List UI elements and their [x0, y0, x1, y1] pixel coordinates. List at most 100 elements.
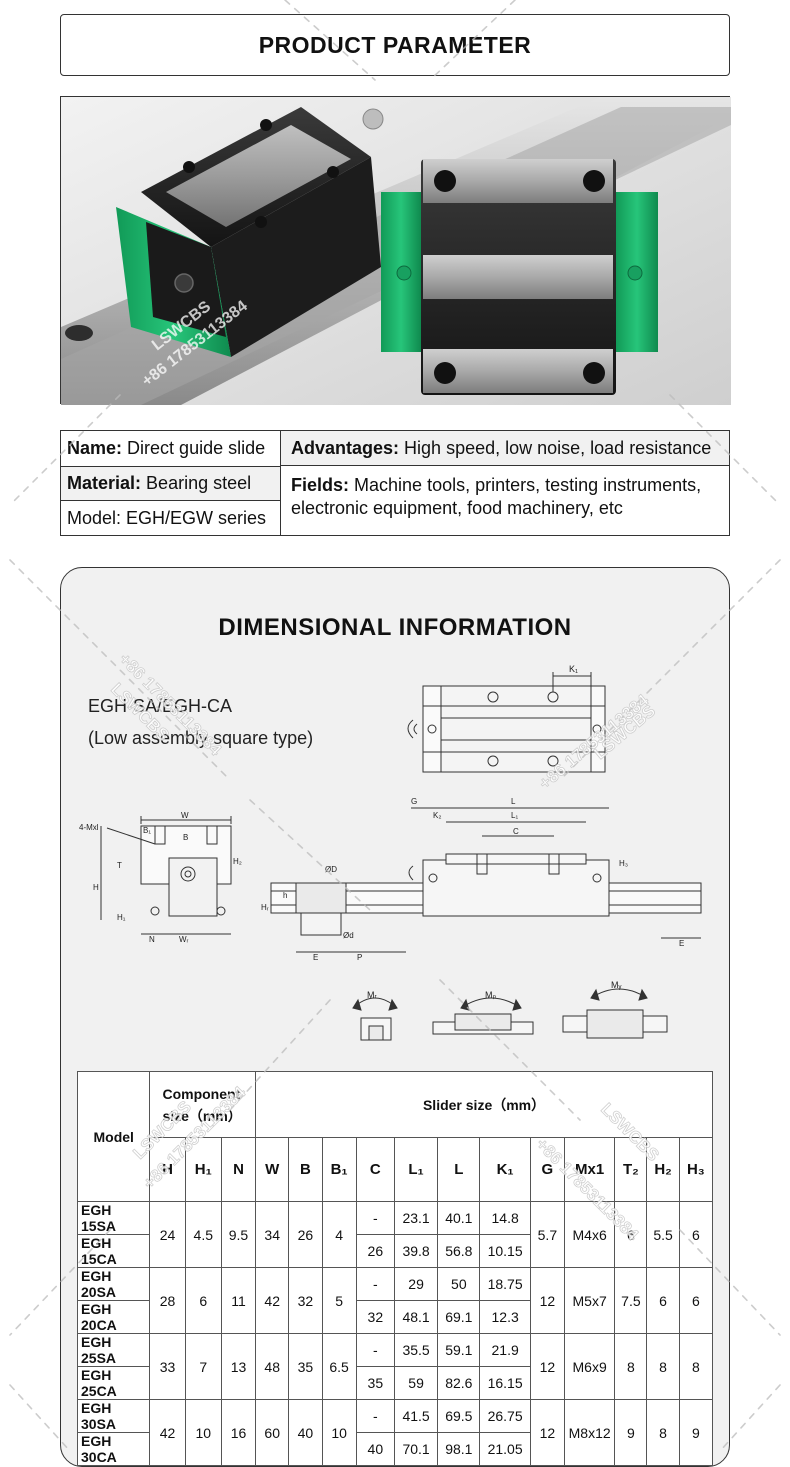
table-cell: 8 — [646, 1399, 680, 1466]
spec-col-header: N — [220, 1137, 257, 1202]
table-cell: 10.15 — [479, 1234, 531, 1268]
table-cell: EGH 30CA — [76, 1432, 151, 1466]
table-cell: 7.5 — [614, 1267, 648, 1334]
table-cell: M5x7 — [563, 1267, 616, 1334]
table-cell: 6 — [614, 1201, 648, 1268]
label-b1: B₁ — [143, 826, 151, 835]
table-cell: 41.5 — [393, 1399, 439, 1433]
table-cell: 5.7 — [529, 1201, 565, 1268]
table-cell: 11 — [220, 1267, 257, 1334]
info-name-label: Name: — [67, 437, 123, 458]
table-cell: M8x12 — [563, 1399, 616, 1466]
moment-mp-drawing: Mₚ — [432, 990, 534, 1035]
table-cell: EGH 30SA — [76, 1399, 151, 1433]
table-cell: 23.1 — [393, 1201, 439, 1235]
table-cell: 26 — [355, 1234, 395, 1268]
table-cell: 28 — [149, 1267, 186, 1334]
spec-col-header: C — [355, 1137, 395, 1202]
table-cell: EGH 25SA — [76, 1333, 151, 1367]
table-cell: 48 — [255, 1333, 290, 1400]
info-fields-label: Fields: — [291, 475, 350, 495]
table-cell: 6 — [646, 1267, 680, 1334]
table-cell: EGH 20CA — [76, 1300, 151, 1334]
table-cell: 16.15 — [479, 1366, 531, 1400]
info-name-value: Direct guide slide — [127, 437, 266, 458]
table-cell: M6x9 — [563, 1333, 616, 1400]
info-advantages-label: Advantages: — [291, 437, 400, 458]
table-cell: - — [355, 1267, 395, 1301]
table-cell: 21.05 — [479, 1432, 531, 1466]
info-fields-row: Fields: Machine tools, printers, testing… — [281, 466, 729, 535]
info-material-row: Material: Bearing steel — [61, 465, 280, 501]
label-k1: K₁ — [569, 664, 578, 674]
table-cell: 9 — [678, 1399, 714, 1466]
table-cell: EGH 20SA — [76, 1267, 151, 1301]
table-cell: 12 — [529, 1399, 565, 1466]
spec-col-header: T₂ — [614, 1137, 648, 1202]
table-cell: 8 — [646, 1333, 680, 1400]
table-cell: EGH 15CA — [76, 1234, 151, 1268]
label-k2: K₂ — [433, 811, 441, 820]
table-cell: 69.1 — [437, 1300, 481, 1334]
table-cell: - — [355, 1201, 395, 1235]
info-material-value: Bearing steel — [146, 472, 252, 493]
table-cell: 12.3 — [479, 1300, 531, 1334]
label-e-left: E — [313, 953, 318, 962]
spec-slider-header: Slider size（mm） — [255, 1071, 713, 1138]
label-g: G — [411, 797, 417, 806]
table-cell: 40 — [288, 1399, 323, 1466]
table-cell: 29 — [393, 1267, 439, 1301]
table-cell: 34 — [255, 1201, 290, 1268]
table-cell: 35.5 — [393, 1333, 439, 1367]
label-4mxl: 4-Mxl — [79, 823, 99, 832]
table-cell: 69.5 — [437, 1399, 481, 1433]
label-h3: H₃ — [619, 859, 628, 868]
table-cell: 42 — [255, 1267, 290, 1334]
info-material-label: Material: — [67, 472, 142, 493]
table-cell: 59 — [393, 1366, 439, 1400]
info-model-value: Model: EGH/EGW series — [67, 507, 267, 528]
label-l1: L₁ — [511, 811, 518, 820]
label-od-small: Ød — [343, 931, 354, 940]
table-cell: 82.6 — [437, 1366, 481, 1400]
table-cell: 13 — [220, 1333, 257, 1400]
table-cell: 70.1 — [393, 1432, 439, 1466]
spec-col-header: B₁ — [321, 1137, 357, 1202]
table-cell: 4 — [321, 1201, 357, 1268]
spec-component-header: Component size（mm） — [149, 1071, 257, 1138]
table-cell: 24 — [149, 1201, 186, 1268]
spec-col-header: W — [255, 1137, 290, 1202]
table-cell: 40.1 — [437, 1201, 481, 1235]
table-cell: 32 — [288, 1267, 323, 1334]
label-wr: Wᵣ — [179, 935, 189, 944]
table-cell: 6 — [678, 1201, 714, 1268]
label-p: P — [357, 953, 362, 962]
spec-table: Model Component size（mm） Slider size（mm）… — [76, 1071, 714, 1466]
table-cell: 50 — [437, 1267, 481, 1301]
label-mp: Mₚ — [485, 990, 496, 1000]
top-view-drawing: K₁ — [407, 664, 606, 773]
spec-header-row: Model Component size（mm） Slider size（mm） — [76, 1071, 713, 1202]
table-cell: 14.8 — [479, 1201, 531, 1235]
label-h2: H₂ — [233, 857, 242, 866]
spec-model-header: Model — [76, 1071, 151, 1202]
label-h: H — [93, 883, 99, 892]
table-cell: 7 — [184, 1333, 222, 1400]
label-mr: Mᵣ — [367, 990, 377, 1000]
table-cell: 48.1 — [393, 1300, 439, 1334]
spec-col-header: G — [529, 1137, 565, 1202]
spec-col-header: H₃ — [678, 1137, 714, 1202]
moment-mr-drawing: Mᵣ — [352, 990, 398, 1041]
table-cell: 33 — [149, 1333, 186, 1400]
spec-col-header: H₂ — [646, 1137, 680, 1202]
table-cell: EGH 25CA — [76, 1366, 151, 1400]
table-cell: 5.5 — [646, 1201, 680, 1268]
table-cell: 98.1 — [437, 1432, 481, 1466]
table-cell: 10 — [184, 1399, 222, 1466]
linear-guide-illustration: +86 17853113384 LSWCBS — [61, 97, 731, 405]
label-od: ØD — [325, 865, 337, 874]
